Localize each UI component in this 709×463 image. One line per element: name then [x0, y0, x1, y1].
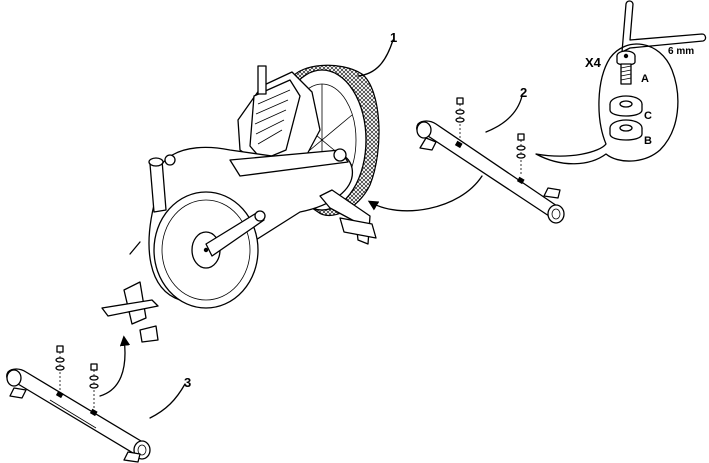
arrow-rear-to-unit — [370, 176, 482, 211]
tool-size-label: 6 mm — [668, 46, 694, 57]
label-a: A — [641, 73, 649, 85]
front-leg-mount — [102, 282, 158, 342]
arrow-front-to-unit — [100, 338, 125, 396]
hardware-detail — [536, 1, 706, 164]
callout-3: 3 — [184, 375, 191, 390]
rear-stabilizer — [417, 98, 564, 223]
washer-b-icon — [610, 120, 642, 140]
washer-c-icon — [610, 96, 642, 116]
hardware-bubble-outline — [536, 44, 678, 164]
quantity-label: X4 — [585, 55, 602, 70]
main-unit-bike — [102, 65, 379, 342]
label-c: C — [644, 110, 652, 122]
callout-2: 2 — [520, 85, 527, 100]
front-stabilizer — [7, 346, 150, 462]
callout-1: 1 — [390, 30, 397, 45]
label-b: B — [644, 135, 652, 147]
bolt-a-icon — [617, 51, 635, 84]
